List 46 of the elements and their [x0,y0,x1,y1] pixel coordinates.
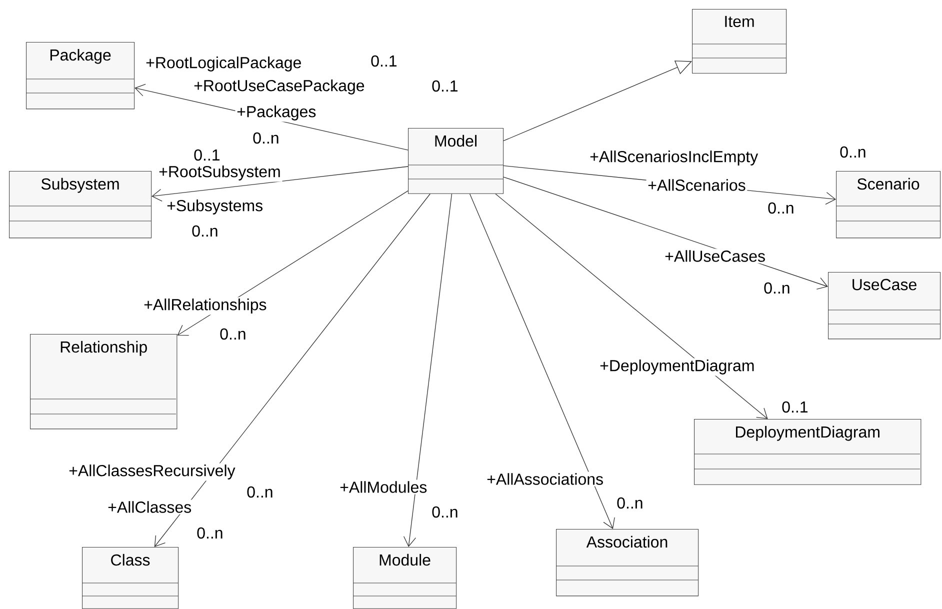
role-label: +AllAssociations [485,472,605,486]
multiplicity-label: 0..1 [369,54,399,68]
multiplicity-label: 0..1 [192,148,222,162]
role-label: +AllModules [338,480,429,494]
class-box: UseCase [828,272,941,340]
association-arrow [403,194,452,547]
class-box: Package [26,42,135,110]
role-label: +AllUseCases [663,248,767,264]
multiplicity-label: 0..n [218,327,248,341]
multiplicity-label: 0..n [190,224,220,238]
class-box: Subsystem [8,171,152,238]
multiplicity-label: 0..n [195,526,225,540]
class-box: Relationship [30,334,178,430]
association-arrow [177,190,408,336]
role-label: +RootSubsystem [157,164,282,182]
multiplicity-label: 0..n [430,505,460,519]
association-arrow [495,194,768,419]
class-box: Item [692,9,787,74]
role-label: +RootUseCasePackage [192,78,366,96]
class-box: DeploymentDiagram [694,418,922,485]
association-arrow [154,194,430,547]
multiplicity-label: 0..n [615,496,645,510]
multiplicity-label: 0..1 [780,400,810,414]
role-label: +AllClasses [106,500,193,514]
role-label: +AllScenariosInclEmpty [588,149,760,167]
role-label: +RootLogicalPackage [144,55,304,73]
multiplicity-label: 0..1 [430,79,460,93]
class-box: Class [82,547,179,609]
role-label: +Subsystems [165,198,264,216]
association-arrow [469,194,615,529]
multiplicity-label: 0..n [838,145,868,159]
role-label: +Packages [235,104,318,122]
role-label: +AllRelationships [142,297,268,315]
association-arrow [152,166,408,202]
role-label: +AllClassesRecursively [67,463,237,481]
class-box: Association [556,529,699,596]
role-label: +AllScenarios [646,178,748,192]
class-box: Model [408,128,504,194]
multiplicity-label: 0..n [762,281,792,295]
generalization-arrow [503,60,692,142]
class-box: Module [352,547,457,609]
multiplicity-label: 0..n [245,485,275,499]
role-label: +DeploymentDiagram [598,358,756,376]
class-box: Scenario [836,171,941,238]
multiplicity-label: 0..n [766,201,796,215]
multiplicity-label: 0..n [251,131,281,145]
